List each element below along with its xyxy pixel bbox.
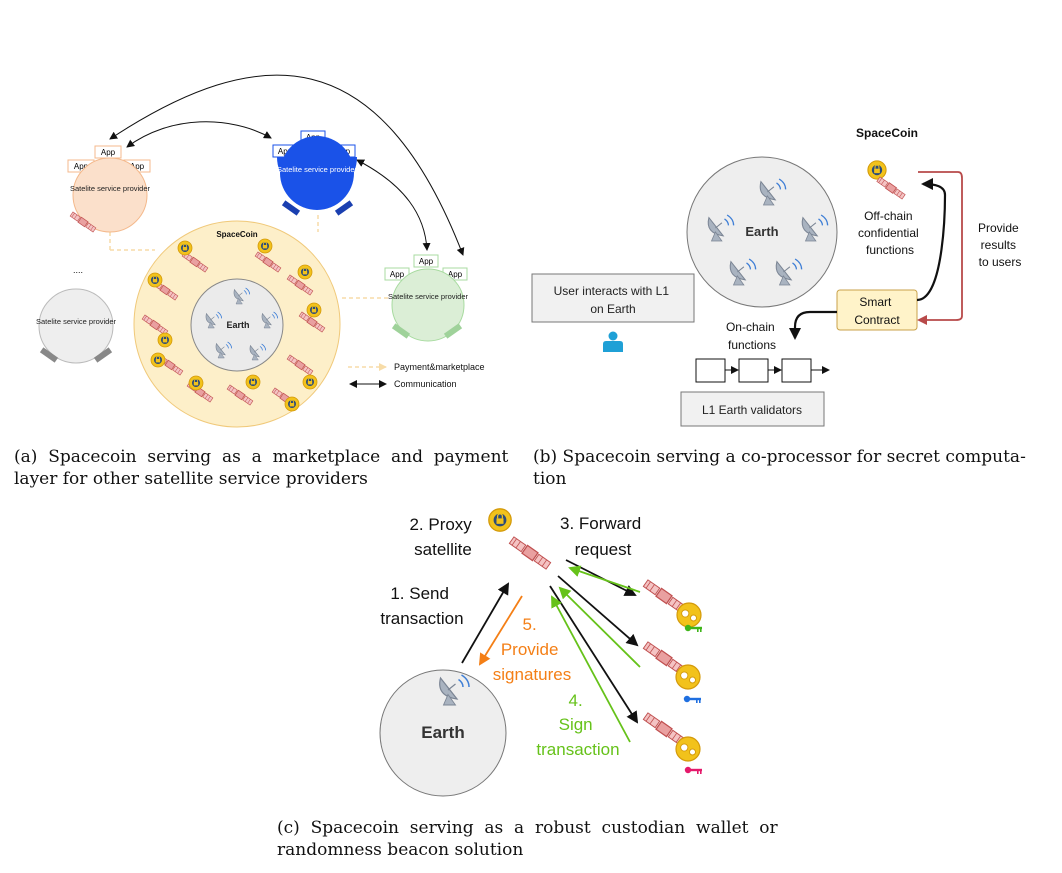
satellite-icon	[508, 536, 552, 570]
svg-text:App: App	[448, 270, 463, 279]
svg-text:App: App	[390, 270, 405, 279]
earth-label-a: Earth	[226, 320, 249, 330]
send-transaction-arrow	[461, 582, 510, 664]
ellipsis-text: ....	[73, 265, 83, 275]
forward-arrow	[565, 559, 637, 596]
svg-text:App: App	[419, 257, 434, 266]
coin-lock-icon	[306, 302, 322, 318]
key-icon	[683, 695, 701, 703]
signer-satellite-green	[642, 579, 702, 632]
comm-arc-blue-green	[356, 159, 431, 251]
gears-icon	[675, 736, 701, 762]
sc-to-onchain-arrow	[789, 310, 837, 340]
provide-signatures-arrow	[478, 595, 523, 666]
panel-b: Earth SpaceCoin Off-chain confidential f…	[531, 126, 1022, 427]
svg-text:App: App	[74, 162, 89, 171]
signer-satellite-pink	[642, 712, 702, 774]
earth-circle-c	[379, 669, 507, 797]
proxy-satellite-label: 2. Proxy satellite	[409, 515, 476, 559]
forward-arrow	[549, 585, 639, 724]
sign-transaction-label: 4. Sign transaction	[536, 691, 619, 759]
coin-lock-icon	[188, 375, 204, 391]
gears-icon	[676, 602, 702, 628]
coin-lock-icon	[487, 507, 513, 533]
provider-grey: .... Satelite service provider	[36, 265, 117, 364]
coin-lock-icon	[150, 352, 166, 368]
onchain-functions-label: On-chain functions	[726, 320, 778, 352]
coin-lock-icon	[284, 396, 300, 412]
signer-satellite-blue	[642, 641, 701, 703]
satellite-icon	[642, 579, 686, 613]
smart-contract-label: Smart Contract	[854, 295, 900, 327]
caption-b-line: tion	[533, 469, 567, 489]
caption-c-line: randomness beacon solution	[277, 840, 524, 860]
panel-a: SpaceCoin Earth App	[36, 74, 485, 428]
provider-label: Satelite service provider	[36, 317, 117, 326]
forward-request-label: 3. Forward request	[560, 514, 646, 559]
caption-c-line: (c) Spacecoin serving as a robust custod…	[277, 818, 778, 838]
gears-icon	[675, 664, 701, 690]
provider-label: Satelite service provider	[388, 292, 469, 301]
user-interacts-label: User interacts with L1 on Earth	[554, 284, 673, 316]
coin-lock-icon	[867, 160, 887, 180]
comm-arc-orange-blue	[126, 121, 272, 148]
provider-label: Satelite service provider	[277, 165, 358, 174]
provide-results-label: Provide results to users	[978, 221, 1022, 269]
caption-a-line: layer for other satellite service provid…	[14, 469, 368, 489]
satellite-icon	[642, 712, 686, 746]
validators-box	[680, 391, 825, 427]
earth-circle-a	[190, 278, 284, 372]
caption-b-line: (b) Spacecoin serving a co-processor for…	[533, 447, 1026, 467]
offchain-functions-label: Off-chain confidential functions	[858, 209, 922, 257]
smart-contract-box	[836, 289, 918, 331]
blockchain-blocks	[695, 358, 830, 383]
caption-c: (c) Spacecoin serving as a robust custod…	[277, 817, 797, 861]
provider-green: App App App Satelite service provider	[384, 254, 469, 342]
svg-text:App: App	[278, 147, 293, 156]
legend-payment: Payment&marketplace	[394, 362, 485, 372]
provide-signatures-label: 5. Provide signatures	[493, 615, 571, 684]
svg-text:App: App	[130, 162, 145, 171]
caption-a-line: (a) Spacecoin serving as a marketplace a…	[14, 447, 509, 467]
svg-text:App: App	[101, 148, 116, 157]
key-icon	[684, 766, 702, 774]
legend-a: Payment&marketplace Communication	[348, 362, 485, 389]
coin-lock-icon	[302, 374, 318, 390]
sign-arrow	[558, 586, 641, 668]
spacecoin-label-a: SpaceCoin	[216, 230, 257, 239]
coin-lock-icon	[177, 240, 193, 256]
legend-communication: Communication	[394, 379, 457, 389]
caption-b: (b) Spacecoin serving a co-processor for…	[533, 446, 1053, 490]
user-interacts-box	[531, 273, 695, 323]
coin-lock-icon	[297, 264, 313, 280]
validators-label: L1 Earth validators	[702, 403, 802, 417]
coin-lock-icon	[147, 272, 163, 288]
panel-c: Earth 2. Proxy satellite 3. Forward requ…	[379, 507, 702, 797]
provide-results-arrow	[917, 171, 963, 325]
user-icon	[603, 331, 623, 352]
provider-label: Satelite service provider	[70, 184, 151, 193]
provider-blue: App App App Satelite service provider	[272, 130, 358, 216]
coin-lock-icon	[257, 238, 273, 254]
earth-circle-b	[686, 156, 838, 308]
caption-a: (a) Spacecoin serving as a marketplace a…	[14, 446, 526, 490]
sign-arrow	[551, 595, 631, 743]
coin-lock-icon	[157, 332, 173, 348]
provider-orange: App App App Satelite service provider	[67, 145, 151, 233]
sign-arrow	[568, 565, 641, 593]
satellite-icon	[876, 176, 906, 200]
earth-label-c: Earth	[421, 723, 464, 742]
earth-label-b: Earth	[745, 224, 778, 239]
send-transaction-label: 1. Send transaction	[380, 584, 463, 628]
coin-lock-icon	[245, 374, 261, 390]
spacecoin-label-b: SpaceCoin	[856, 126, 918, 140]
sc-to-offchain-arrow	[916, 178, 947, 302]
